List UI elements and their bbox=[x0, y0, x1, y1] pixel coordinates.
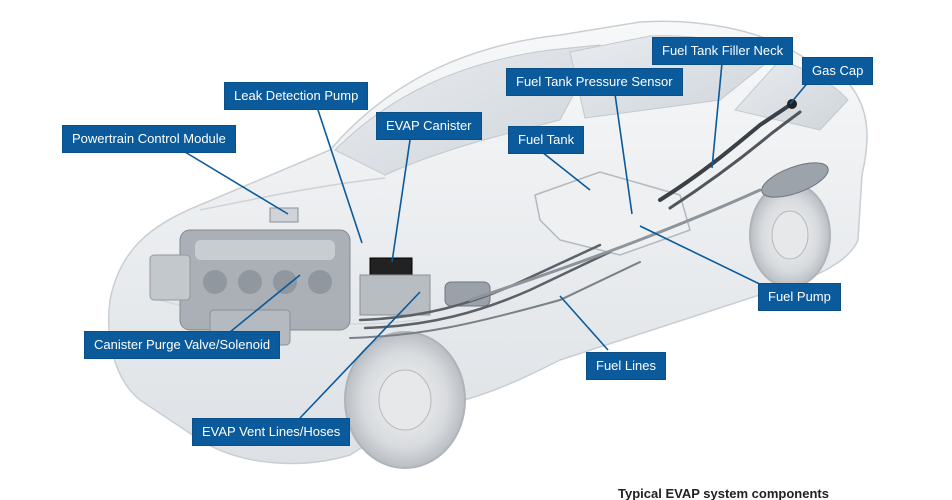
leader-pressure-sensor bbox=[614, 93, 633, 215]
label-fuel-lines: Fuel Lines bbox=[586, 352, 666, 380]
filler-neck-1 bbox=[658, 103, 792, 202]
diagram-caption: Typical EVAP system components bbox=[618, 486, 829, 500]
car-body bbox=[108, 20, 868, 465]
leader-pcm bbox=[184, 151, 289, 215]
exhaust-pipe bbox=[468, 188, 762, 302]
engine bbox=[149, 229, 351, 346]
leader-lines bbox=[184, 62, 811, 419]
leader-purge-valve bbox=[229, 274, 301, 333]
label-leak-detection-pump: Leak Detection Pump bbox=[224, 82, 369, 110]
label-gas-cap: Gas Cap bbox=[802, 57, 874, 85]
fuel-line-2 bbox=[363, 250, 612, 330]
leader-filler-neck bbox=[711, 62, 723, 169]
label-fuel-tank: Fuel Tank bbox=[508, 126, 585, 154]
label-canister-purge-valve: Canister Purge Valve/Solenoid bbox=[84, 331, 281, 359]
leader-vent-lines bbox=[299, 291, 421, 419]
leader-canister bbox=[391, 139, 411, 263]
label-powertrain-control-module: Powertrain Control Module bbox=[62, 125, 236, 153]
label-fuel-pump: Fuel Pump bbox=[758, 283, 841, 311]
label-fuel-tank-filler-neck: Fuel Tank Filler Neck bbox=[652, 37, 794, 65]
leader-fuel-tank bbox=[541, 151, 591, 191]
label-fuel-tank-pressure-sensor: Fuel Tank Pressure Sensor bbox=[506, 68, 683, 96]
leader-fuel-pump bbox=[639, 225, 769, 289]
pcm-module bbox=[269, 207, 299, 223]
label-evap-vent-lines: EVAP Vent Lines/Hoses bbox=[192, 418, 351, 446]
label-evap-canister: EVAP Canister bbox=[376, 112, 482, 140]
filler-neck-2 bbox=[668, 110, 802, 210]
leader-leak-pump bbox=[317, 109, 363, 244]
muffler bbox=[761, 162, 829, 198]
leader-fuel-lines bbox=[559, 295, 609, 351]
